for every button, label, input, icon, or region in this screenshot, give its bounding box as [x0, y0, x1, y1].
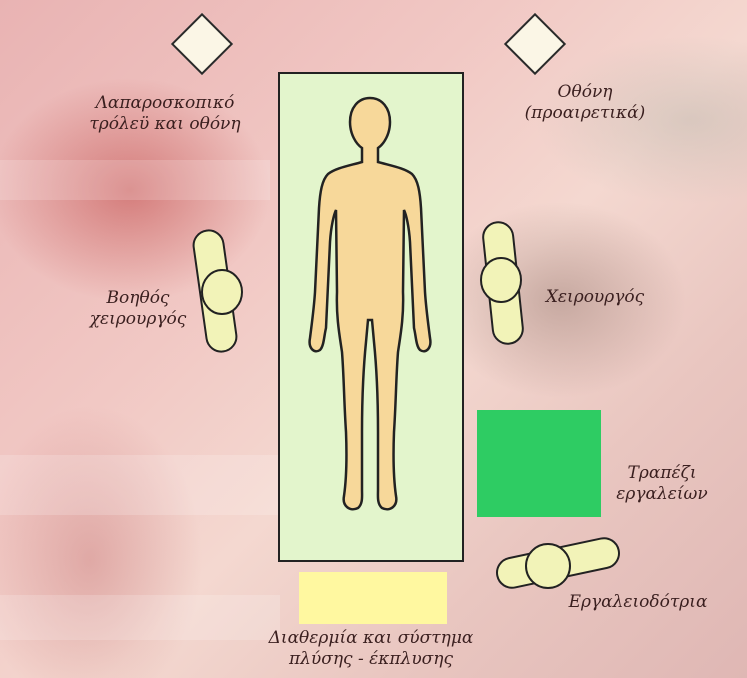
- monitor-line-2: (προαιρετικά): [520, 103, 650, 124]
- scrub-nurse-label: Εργαλειοδότρια: [548, 592, 728, 613]
- assistant-surgeon-label: Βοηθός χειρουργός: [78, 288, 198, 330]
- scrub-nurse-line: Εργαλειοδότρια: [548, 592, 728, 613]
- scrub-nurse-icon: [492, 530, 624, 596]
- background-band: [0, 160, 270, 200]
- background-band: [0, 455, 280, 515]
- monitor-optional-label: Οθόνη (προαιρετικά): [520, 82, 650, 124]
- diathermy-line-1: Διαθερμία και σύστημα: [236, 628, 506, 649]
- assistant-surgeon-line-2: χειρουργός: [78, 309, 198, 330]
- monitor-icon: [504, 13, 566, 75]
- laparoscopic-trolley-icon: [171, 13, 233, 75]
- surgeon-icon: [478, 220, 538, 348]
- surgeon-label: Χειρουργός: [530, 287, 660, 308]
- instrument-table: [477, 410, 601, 517]
- diathermy-label: Διαθερμία και σύστημα πλύσης - έκπλυσης: [236, 628, 506, 670]
- surgeon-line: Χειρουργός: [530, 287, 660, 308]
- diathermy-unit: [299, 572, 447, 624]
- laparoscopic-trolley-label: Λαπαροσκοπικό τρόλεϋ και οθόνη: [70, 93, 260, 135]
- instrument-table-line-2: εργαλείων: [602, 484, 722, 505]
- instrument-table-line-1: Τραπέζι: [602, 463, 722, 484]
- instrument-table-label: Τραπέζι εργαλείων: [602, 463, 722, 505]
- laparoscopic-trolley-line-1: Λαπαροσκοπικό: [70, 93, 260, 114]
- assistant-surgeon-icon: [196, 228, 256, 356]
- diathermy-line-2: πλύσης - έκπλυσης: [236, 649, 506, 670]
- patient-figure-icon: [300, 92, 440, 522]
- monitor-line-1: Οθόνη: [520, 82, 650, 103]
- laparoscopic-trolley-line-2: τρόλεϋ και οθόνη: [70, 114, 260, 135]
- assistant-surgeon-line-1: Βοηθός: [78, 288, 198, 309]
